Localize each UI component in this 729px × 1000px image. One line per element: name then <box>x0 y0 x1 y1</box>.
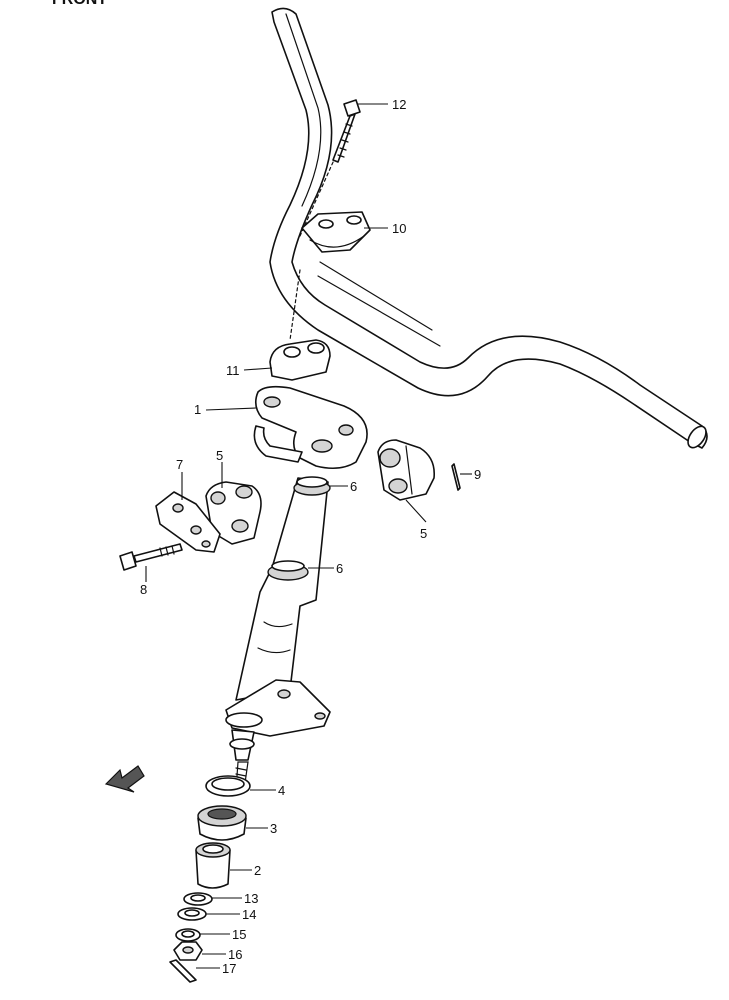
cotter-pin-17 <box>169 959 197 983</box>
washer-15 <box>175 928 201 942</box>
callout-15: 15 <box>232 927 246 942</box>
diagram-title: FRONT <box>52 0 107 8</box>
callout-5-right: 5 <box>420 526 427 541</box>
callout-17: 17 <box>222 961 236 976</box>
callout-11: 11 <box>226 363 240 378</box>
callout-6-upper: 6 <box>350 479 357 494</box>
callout-6-lower: 6 <box>336 561 343 576</box>
nut-16 <box>173 941 203 961</box>
handlebar-lower-holder <box>269 339 331 381</box>
oil-seal <box>205 775 251 797</box>
bolt-8 <box>119 543 183 571</box>
callout-9: 9 <box>474 467 481 482</box>
washer-13 <box>183 892 213 906</box>
callout-8: 8 <box>140 582 147 597</box>
callout-4: 4 <box>278 783 285 798</box>
callout-2: 2 <box>254 863 261 878</box>
upper-bracket <box>253 385 368 470</box>
callout-16: 16 <box>228 947 242 962</box>
callout-3: 3 <box>270 821 277 836</box>
callout-12: 12 <box>392 97 406 112</box>
callout-7: 7 <box>176 457 183 472</box>
washer-14 <box>177 907 207 921</box>
plate <box>155 491 221 553</box>
handlebar-upper-clamp <box>301 211 371 253</box>
bearing <box>197 805 247 841</box>
callouts: 12 10 11 1 7 5 5 9 6 6 8 4 3 2 13 14 15 <box>140 97 481 976</box>
callout-5-left: 5 <box>216 448 223 463</box>
callout-13: 13 <box>244 891 258 906</box>
bushing <box>195 842 231 889</box>
front-direction-arrow <box>104 765 145 793</box>
bolt-12 <box>289 99 361 341</box>
right-holder <box>377 439 461 501</box>
callout-10: 10 <box>392 221 406 236</box>
callout-14: 14 <box>242 907 256 922</box>
left-holder <box>205 481 262 545</box>
steering-shaft <box>225 476 331 791</box>
callout-1: 1 <box>194 402 201 417</box>
